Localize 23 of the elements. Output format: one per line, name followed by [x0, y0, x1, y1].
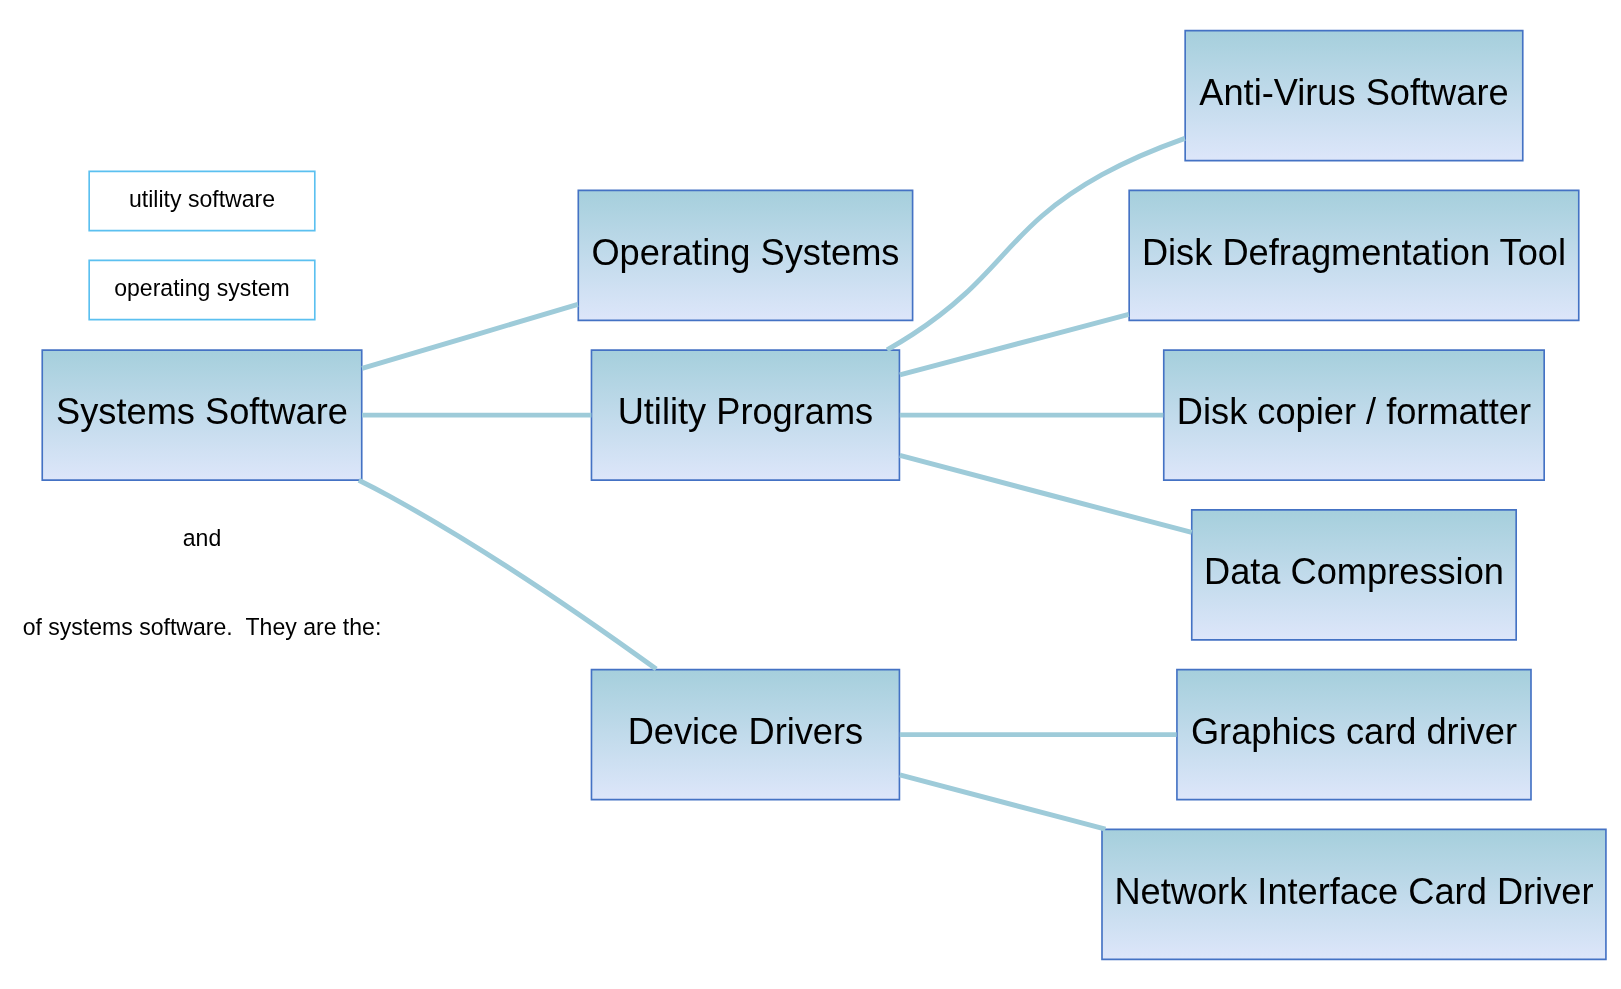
- connector: [362, 412, 592, 418]
- connector: [899, 452, 1193, 535]
- connector: [899, 311, 1130, 377]
- node-box: operating system: [88, 259, 316, 320]
- node-box: Data Compression: [1190, 508, 1517, 641]
- node-box: utility software: [88, 170, 316, 231]
- connector: [361, 301, 579, 371]
- connector: [885, 135, 1186, 352]
- node-box: Operating Systems: [577, 189, 914, 321]
- label: and: [182, 524, 222, 551]
- node-box: Device Drivers: [590, 668, 901, 800]
- node-box: Disk Defragmentation Tool: [1128, 189, 1580, 321]
- node-box: Disk copier / formatter: [1162, 348, 1545, 481]
- label: of systems software. They are the:: [22, 613, 382, 640]
- connector: [899, 412, 1164, 418]
- node-box: Utility Programs: [590, 348, 901, 481]
- connector: [357, 477, 658, 671]
- connector: [899, 772, 1107, 832]
- node-box: Systems Software: [41, 348, 363, 481]
- node-box: Anti-Virus Software: [1184, 29, 1524, 161]
- connector: [899, 731, 1177, 737]
- node-box: Graphics card driver: [1176, 668, 1532, 800]
- node-box: Network Interface Card Driver: [1101, 828, 1607, 960]
